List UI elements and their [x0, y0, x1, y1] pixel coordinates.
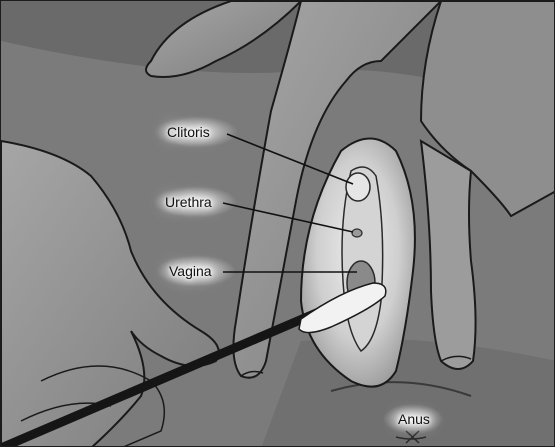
- label-anus: Anus: [398, 411, 430, 427]
- label-clitoris: Clitoris: [167, 124, 210, 140]
- label-urethra: Urethra: [165, 194, 212, 210]
- label-vagina: Vagina: [169, 263, 212, 279]
